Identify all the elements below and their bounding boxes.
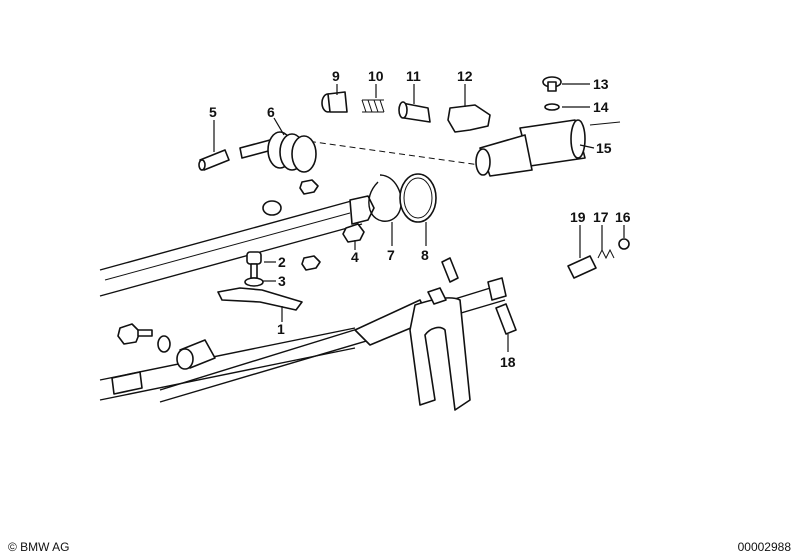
- small-nut-lower: [301, 255, 321, 271]
- callout-12: 12: [457, 68, 473, 84]
- lower-left-washer: [157, 335, 171, 353]
- callout-6: 6: [267, 104, 275, 120]
- callout-13: 13: [593, 76, 609, 92]
- callout-15: 15: [596, 140, 612, 156]
- part-6-spring: [239, 131, 317, 173]
- lower-left-bolt: [117, 323, 153, 345]
- drawing-number: 00002988: [737, 540, 791, 554]
- part-3-washer: [244, 277, 264, 287]
- callout-14: 14: [593, 99, 609, 115]
- callout-1: 1: [277, 321, 285, 337]
- part-17-spring: [597, 248, 615, 260]
- part-1-plate: [217, 287, 303, 311]
- part-16-ball: [618, 238, 630, 250]
- fork-pin: [441, 257, 459, 283]
- part-4-nut: [342, 223, 365, 243]
- part-9-plug: [321, 91, 348, 113]
- part-15-joint: [475, 119, 621, 177]
- small-nut-upper: [299, 179, 319, 195]
- leader-lines: [213, 83, 625, 352]
- callout-4: 4: [351, 249, 359, 265]
- shift-rod: [99, 195, 375, 297]
- callout-16: 16: [615, 209, 631, 225]
- callout-8: 8: [421, 247, 429, 263]
- rod-bushing: [262, 200, 282, 216]
- part-10-spring: [361, 99, 385, 113]
- part-14-washer: [544, 103, 560, 111]
- part-13-screw: [542, 76, 562, 92]
- selector-rail: [159, 277, 507, 411]
- part-11-sleeve: [398, 101, 431, 123]
- lower-left-bushing: [176, 339, 216, 370]
- callout-17: 17: [593, 209, 609, 225]
- callout-2: 2: [278, 254, 286, 270]
- part-5-pin: [198, 149, 230, 171]
- assembly-axis: [299, 139, 481, 166]
- callout-19: 19: [570, 209, 586, 225]
- part-7-circlip: [368, 174, 402, 222]
- part-12-cam: [447, 104, 491, 133]
- copyright-notice: © BMW AG: [8, 540, 70, 554]
- callout-9: 9: [332, 68, 340, 84]
- part-8-ring: [399, 173, 437, 223]
- callout-10: 10: [368, 68, 384, 84]
- callout-18: 18: [500, 354, 516, 370]
- part-19-pin: [567, 255, 597, 279]
- part-18-roller-pin: [495, 303, 517, 335]
- callout-11: 11: [406, 68, 421, 84]
- part-8-ring-inner: [403, 177, 433, 219]
- part-2-bolt: [246, 251, 262, 279]
- callout-5: 5: [209, 104, 217, 120]
- callout-labels: 1 2 3 4 5 6 7 8 9 10 11 12 13 14 15 16 1…: [209, 68, 631, 370]
- callout-7: 7: [387, 247, 395, 263]
- callout-3: 3: [278, 273, 286, 289]
- lower-shaft: [99, 327, 356, 401]
